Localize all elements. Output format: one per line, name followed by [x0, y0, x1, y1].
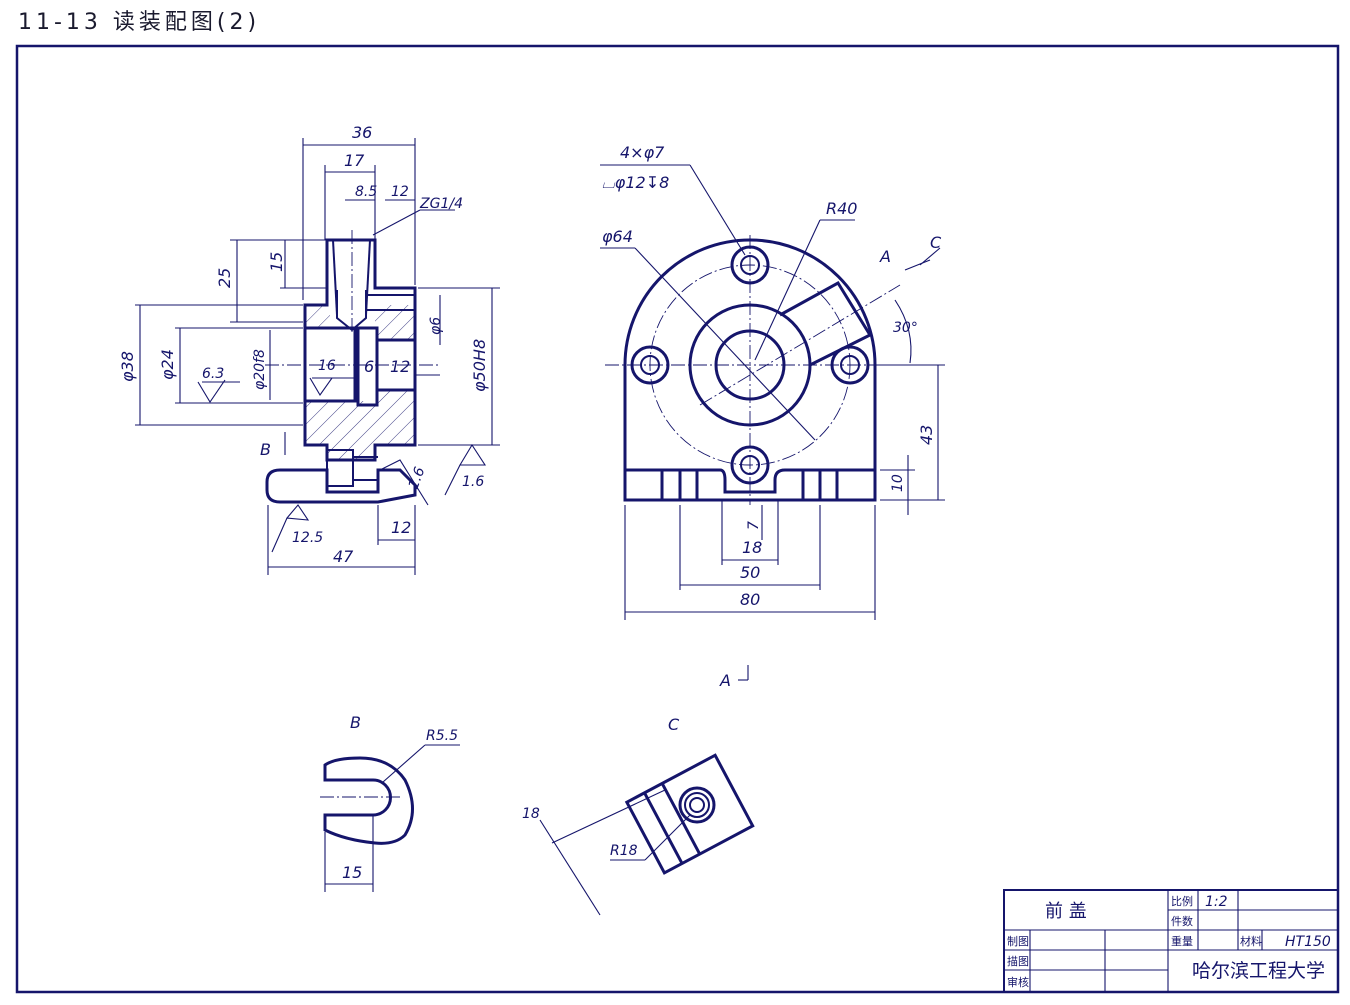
dim-10: 10	[890, 474, 906, 492]
view-label-c: C	[930, 233, 942, 252]
dim-phi50h8: φ50H8	[470, 339, 489, 392]
tb-scale-value: 1:2	[1205, 894, 1228, 910]
tb-drawn-label: 制图	[1007, 935, 1029, 948]
view-b-r5-5: R5.5	[426, 728, 458, 744]
roughness-6-3: 6.3	[202, 366, 224, 382]
dim-7: 7	[746, 521, 762, 530]
dim-angle-30: 30°	[893, 320, 918, 336]
dim-r40: R40	[826, 199, 857, 218]
tb-checked-label: 审核	[1007, 975, 1029, 989]
dim-phi64: φ64	[602, 227, 633, 246]
dim-15: 15	[267, 252, 286, 272]
dim-12-bottom: 12	[391, 518, 411, 537]
roughness-1-6-a: 1.6	[406, 465, 429, 491]
dim-phi20f8: φ20f8	[252, 349, 268, 390]
front-view: 4×φ7 ⌴φ12↧8 φ64 R40 A C 30° 43 10 7 18 5…	[600, 143, 945, 690]
dim-6: 6	[364, 357, 374, 376]
dim-8-5: 8.5	[355, 184, 377, 200]
dim-17: 17	[344, 151, 365, 170]
view-a-indicator: A	[719, 671, 731, 690]
view-b-label: B	[350, 713, 361, 732]
view-c-dim-18: 18	[522, 806, 540, 822]
view-b: B R5.5 15	[320, 713, 460, 892]
view-b-dim-15: 15	[342, 863, 362, 882]
dim-phi38: φ38	[118, 351, 137, 382]
roughness-12-5: 12.5	[292, 530, 323, 546]
tb-school: 哈尔滨工程大学	[1192, 960, 1325, 982]
dim-16: 16	[318, 358, 336, 374]
dim-phi6: φ6	[428, 317, 444, 335]
dim-43: 43	[917, 425, 936, 445]
dim-phi24: φ24	[158, 349, 177, 380]
thread-label: ZG1/4	[419, 196, 463, 212]
view-label-a: A	[879, 247, 891, 266]
title-block: 前 盖 比例 1:2 件数 重量 材料 HT150 制图 描图 审核 哈尔滨工程…	[1003, 889, 1339, 993]
tb-weight-label: 重量	[1171, 934, 1193, 948]
dim-18: 18	[742, 538, 762, 557]
dim-holes: 4×φ7	[620, 143, 665, 162]
view-c-r18: R18	[610, 843, 638, 859]
tb-traced-label: 描图	[1007, 954, 1029, 968]
dim-12-mid: 12	[390, 357, 410, 376]
dim-47: 47	[333, 547, 354, 566]
tb-qty-label: 件数	[1171, 915, 1193, 928]
section-label-b: B	[260, 440, 271, 459]
tb-scale-label: 比例	[1171, 894, 1193, 908]
tb-part-name: 前 盖	[1045, 901, 1087, 922]
dim-50: 50	[740, 563, 760, 582]
dim-25: 25	[215, 268, 234, 288]
view-c: C 18 R18	[522, 715, 755, 916]
dim-36: 36	[352, 123, 372, 142]
dim-12-top: 12	[391, 184, 409, 200]
view-c-label: C	[668, 715, 680, 734]
drawing-border	[15, 44, 1340, 994]
roughness-1-6-b: 1.6	[462, 474, 484, 490]
tb-material-label: 材料	[1240, 934, 1262, 948]
dim-counterbore: ⌴φ12↧8	[602, 173, 669, 192]
tb-material-value: HT150	[1285, 934, 1331, 950]
section-view: 36 17 8.5 12 ZG1/4 25 15 φ6 φ38 φ24 6.3 …	[118, 123, 500, 575]
page-title: 11-13 读装配图(2)	[18, 10, 261, 35]
dim-80: 80	[740, 590, 760, 609]
